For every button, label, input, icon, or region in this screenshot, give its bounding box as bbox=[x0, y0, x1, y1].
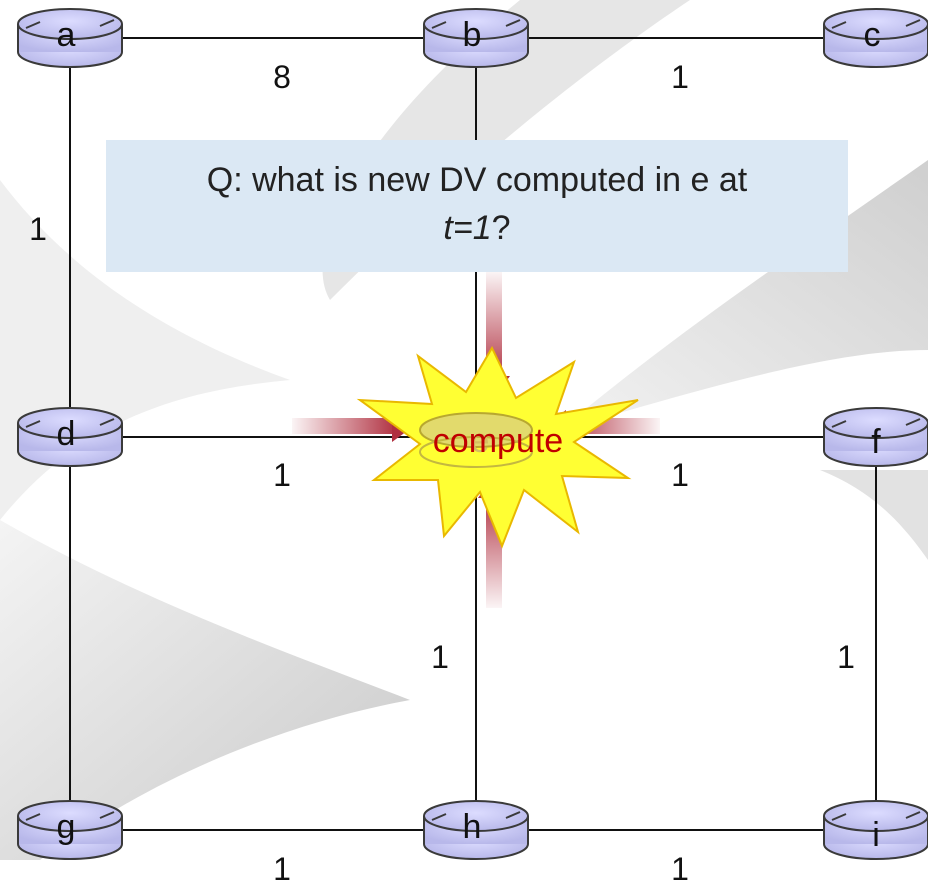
routers: a b c bbox=[17, 8, 928, 860]
router-c: c bbox=[823, 8, 928, 68]
cost-a-b: 8 bbox=[273, 59, 291, 95]
cost-a-d: 1 bbox=[29, 211, 47, 247]
burst-star bbox=[356, 345, 639, 549]
question-suffix: ? bbox=[491, 209, 511, 247]
cost-e-f: 1 bbox=[671, 457, 689, 493]
cost-e-h: 1 bbox=[431, 639, 449, 675]
swoosh-right-lower bbox=[820, 470, 928, 560]
cost-h-i: 1 bbox=[671, 851, 689, 887]
router-label-i: i bbox=[872, 816, 880, 854]
burst-label: compute bbox=[433, 422, 563, 460]
router-d: d bbox=[17, 407, 123, 467]
swoosh-bottom-left bbox=[0, 520, 410, 860]
router-f: f bbox=[823, 407, 928, 467]
cost-d-e: 1 bbox=[273, 457, 291, 493]
router-label-c: c bbox=[864, 16, 881, 54]
cost-g-h: 1 bbox=[273, 851, 291, 887]
router-label-a: a bbox=[57, 16, 76, 54]
cost-b-c: 1 bbox=[671, 59, 689, 95]
router-h: h bbox=[423, 800, 529, 860]
compute-burst: e compute bbox=[356, 345, 639, 549]
router-label-f: f bbox=[871, 423, 881, 461]
question-box: Q: what is new DV computed in e at t=1? bbox=[106, 140, 848, 272]
router-label-e: e bbox=[471, 422, 490, 460]
edge-cost-labels: 8 1 1 1 1 1 1 1 1 bbox=[29, 59, 855, 887]
router-i: i bbox=[823, 800, 928, 860]
question-emphasis: t=1 bbox=[443, 209, 492, 247]
router-label-h: h bbox=[463, 808, 482, 846]
router-a: a bbox=[17, 8, 123, 68]
question-prefix: Q: what is new DV computed in e at bbox=[206, 161, 748, 199]
router-g: g bbox=[17, 800, 123, 860]
router-b: b bbox=[423, 8, 529, 68]
router-label-d: d bbox=[57, 415, 76, 453]
router-label-g: g bbox=[57, 808, 76, 846]
router-label-b: b bbox=[463, 16, 482, 54]
links bbox=[69, 37, 877, 831]
cost-f-i: 1 bbox=[837, 639, 855, 675]
router-e-base bbox=[419, 436, 533, 468]
